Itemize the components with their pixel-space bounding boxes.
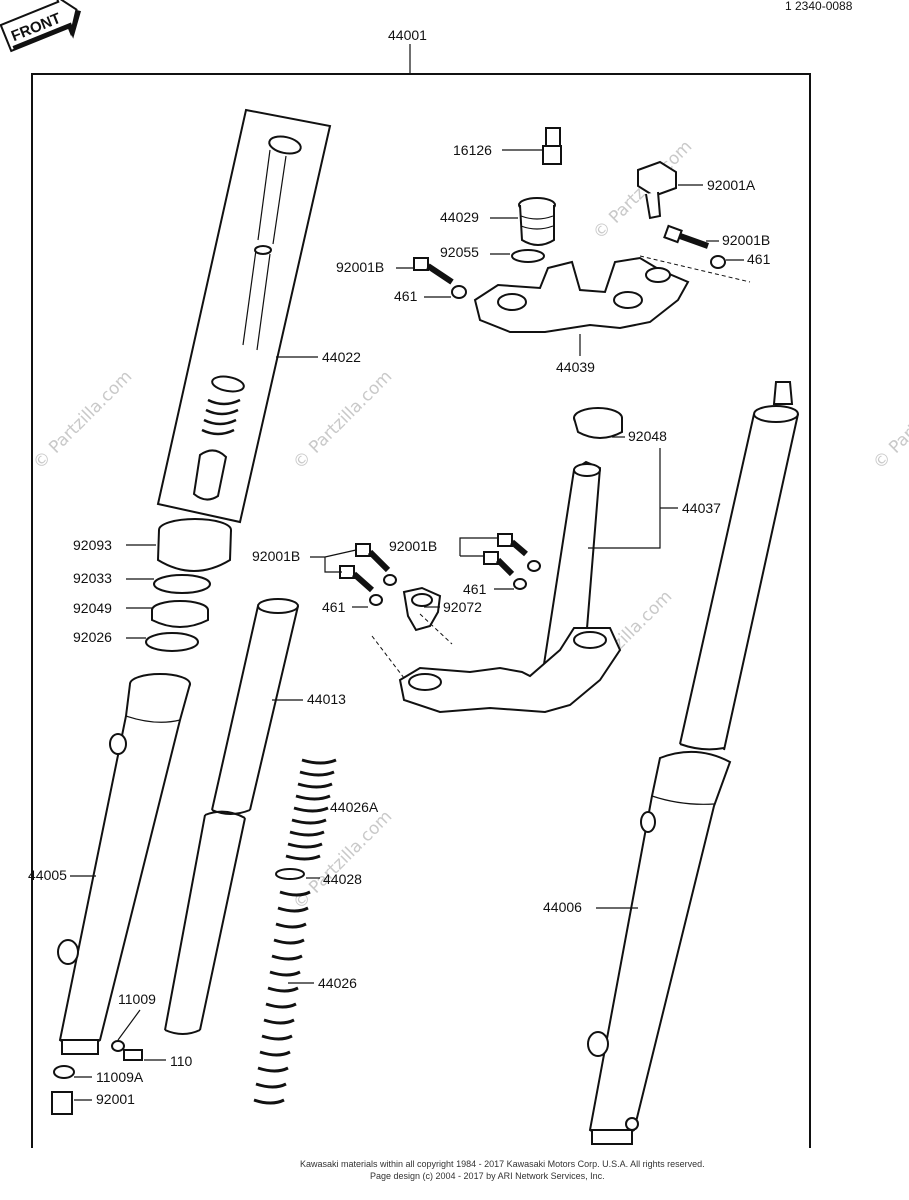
part-label-92093: 92093 (73, 537, 112, 553)
washer-461-mid-a (383, 574, 397, 586)
part-label-11009: 11009 (118, 991, 156, 1007)
watermark-text: © Partzilla.com (29, 367, 136, 474)
part-label-92001a: 92001A (707, 177, 756, 193)
inner-tube-44013 (164, 598, 299, 1035)
stem-cap-92048 (573, 407, 623, 439)
leader-11009 (117, 1009, 141, 1041)
part-label-92026: 92026 (73, 629, 112, 645)
part-label-92001b-mid-left: 92001B (252, 548, 300, 564)
assembly-label: 44001 (388, 27, 427, 43)
air-valve-16126 (542, 127, 562, 165)
washer-461-top-right (710, 255, 726, 269)
part-label-92048: 92048 (628, 428, 667, 444)
oil-seal-92049 (151, 600, 209, 628)
o-ring-92055 (511, 249, 545, 263)
part-label-92001: 92001 (96, 1091, 135, 1107)
part-label-92001b-top-left: 92001B (336, 259, 384, 275)
watermark-text: © Partzilla.com (869, 367, 909, 474)
part-label-461-top-right: 461 (747, 251, 771, 267)
part-label-16126: 16126 (453, 142, 492, 158)
upper-bracket-44039 (473, 255, 751, 333)
leader-92001b-mid-right (459, 537, 498, 557)
bolt-92001b-mid-right (483, 533, 541, 590)
outer-tube-44005-left (57, 673, 191, 1055)
part-label-44006: 44006 (543, 899, 582, 915)
spring-44026a (285, 758, 337, 861)
part-label-44026: 44026 (318, 975, 357, 991)
part-label-92001b-top-right: 92001B (722, 232, 770, 248)
bolt-92001b-mid-left (339, 543, 391, 593)
part-label-92055: 92055 (440, 244, 479, 260)
fork-cap-44029 (518, 197, 556, 246)
fork-assembly-44006-right (587, 381, 799, 1145)
diagram-ref-code: 1 2340-0088 (785, 0, 853, 13)
part-label-461-top-left: 461 (394, 288, 418, 304)
washer-461-mid-b (369, 594, 383, 606)
part-label-92072: 92072 (443, 599, 482, 615)
part-label-44013: 44013 (307, 691, 346, 707)
watermark-text: © Partzilla.com (289, 367, 396, 474)
ring-92033 (153, 574, 211, 594)
part-label-461-mid-right: 461 (463, 581, 487, 597)
bolt-92001b-top-right (663, 224, 710, 249)
spring-44026 (253, 890, 311, 1105)
copyright-line-2: Page design (c) 2004 - 2017 by ARI Netwo… (370, 1171, 605, 1181)
part-label-92049: 92049 (73, 600, 112, 616)
part-label-44022: 44022 (322, 349, 361, 365)
part-label-110: 110 (170, 1053, 193, 1069)
part-label-44028: 44028 (323, 871, 362, 887)
copyright-line-1: Kawasaki materials within all copyright … (300, 1159, 705, 1169)
front-direction-tag: FRONT (0, 0, 81, 53)
drain-bolt-parts (51, 1040, 143, 1115)
clamp-92072 (402, 586, 453, 645)
leader-44037 (588, 448, 678, 549)
washer-92026 (145, 632, 199, 652)
part-label-44039: 44039 (556, 359, 595, 375)
washer-461-top-left (451, 285, 467, 299)
assembly-bracket (31, 73, 811, 1148)
leader-92001b-mid-left (310, 549, 357, 573)
part-label-44029: 44029 (440, 209, 479, 225)
part-label-92033: 92033 (73, 570, 112, 586)
part-label-11009a: 11009A (96, 1069, 144, 1085)
spacer-44028 (275, 868, 305, 880)
part-label-44005: 44005 (28, 867, 67, 883)
part-label-461-mid-left: 461 (322, 599, 346, 615)
part-label-44037: 44037 (682, 500, 721, 516)
bolt-92001a (637, 160, 677, 220)
damper-rod-kit-box (156, 108, 332, 524)
part-label-92001b-mid-right: 92001B (389, 538, 437, 554)
cover-92093 (156, 518, 232, 572)
steering-stem-44037 (371, 460, 622, 714)
part-label-44026a: 44026A (330, 799, 379, 815)
bolt-92001b-top-left (413, 257, 454, 285)
